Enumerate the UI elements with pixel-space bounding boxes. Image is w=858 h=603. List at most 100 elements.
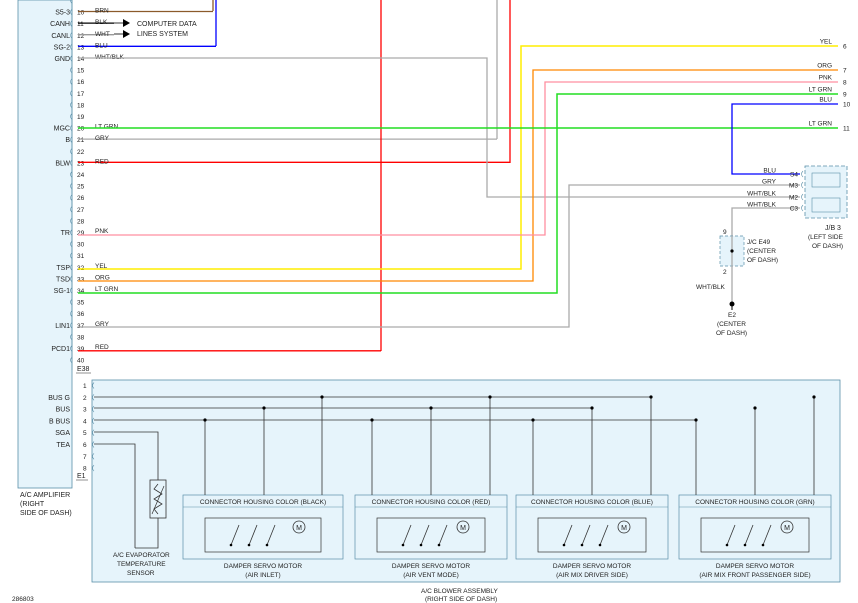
pin-function-label: S5-3 <box>55 10 70 17</box>
pnk-wire-run <box>78 81 838 236</box>
right-wire-color-label: LT GRN <box>809 87 833 94</box>
right-wire-number: 7 <box>843 68 847 75</box>
motor-connector-box <box>678 494 832 560</box>
wht-blk-wire-c3-run <box>731 207 800 236</box>
e1-pin-number: 5 <box>83 430 87 437</box>
pin-terminal <box>70 136 73 143</box>
sensor-label-3: SENSOR <box>127 570 155 577</box>
switch-contact <box>402 524 412 546</box>
pin-number: 17 <box>77 91 85 98</box>
bus-junction <box>262 406 266 410</box>
pin-terminal <box>70 20 73 27</box>
pin-number: 23 <box>77 160 85 167</box>
jb3-location-2: OF DASH) <box>812 243 843 250</box>
right-wire-color-label: BLU <box>819 97 832 104</box>
pin-terminal <box>70 345 73 352</box>
pin-number: 34 <box>77 288 85 295</box>
pin-terminal <box>70 0 73 4</box>
e1-pin-function: BUS <box>56 407 71 414</box>
yel-wire-run <box>78 45 838 270</box>
jb3-pin-wire-label: GRY <box>762 179 777 186</box>
ground-e2-dot <box>729 301 735 307</box>
wire-color-label: RED <box>95 158 109 165</box>
pin-number: 38 <box>77 334 85 341</box>
wire-color-label: GRY <box>95 321 110 328</box>
pin-number: 36 <box>77 311 85 318</box>
jc-e49-location-1: (CENTER <box>747 248 776 255</box>
pin-number: 39 <box>77 346 85 353</box>
bus-junction <box>370 418 374 422</box>
jb3-terminal <box>801 170 804 178</box>
pin-number: 15 <box>77 68 85 75</box>
motor-symbol: M <box>460 525 466 532</box>
switch-node <box>229 543 233 547</box>
jb3-pin-wire-label: BLU <box>763 168 776 175</box>
pin-function-label: TR <box>61 230 70 237</box>
pin-number: 24 <box>77 172 85 179</box>
switch-contact <box>581 524 591 546</box>
bus-junction <box>812 395 816 399</box>
motor-symbol: M <box>784 525 790 532</box>
e1-pin-number: 2 <box>83 395 87 402</box>
switch-contact <box>726 524 736 546</box>
blower-assembly-location: (RIGHT SIDE OF DASH) <box>425 596 497 603</box>
motor-icon <box>780 520 794 534</box>
wire-color-label: LT GRN <box>95 286 119 293</box>
right-wire-color-label: ORG <box>817 63 832 70</box>
motor-symbol: M <box>621 525 627 532</box>
switch-contact <box>438 524 448 546</box>
switch-node <box>743 543 747 547</box>
pin-function-label: MGC <box>54 126 70 133</box>
e1-pin-number: 3 <box>83 407 87 414</box>
right-wire-number: 11 <box>843 126 850 133</box>
pin-number: 21 <box>77 137 85 144</box>
e1-pin-terminal <box>92 464 95 472</box>
bus-junction <box>590 406 594 410</box>
junction-connector-e49: 9 2 J/C E49 (CENTER OF DASH) WHT/BLK E2 … <box>696 229 778 337</box>
switch-node <box>562 543 566 547</box>
switch-contact <box>744 524 754 546</box>
pin-number: 30 <box>77 242 85 249</box>
thermistor-arrow-icon <box>151 485 165 515</box>
connector-housing-color: CONNECTOR HOUSING COLOR (RED) <box>372 499 491 506</box>
switch-contact <box>420 524 430 546</box>
wire-color-label: RED <box>95 344 109 351</box>
pin-number: 16 <box>77 79 85 86</box>
e38-pin-numbers: 1011121314151617181920212223242526272829… <box>70 0 85 365</box>
wire-color-label: BLK <box>95 19 108 26</box>
amplifier-location-1: (RIGHT <box>20 501 45 508</box>
right-wire-number: 10 <box>843 102 851 109</box>
pin-function-label: B <box>65 137 70 144</box>
pin-function-label: BLW <box>55 160 70 167</box>
pin-terminal <box>70 229 73 236</box>
pin-number: 27 <box>77 207 85 214</box>
amplifier-location-2: SIDE OF DASH) <box>20 510 72 517</box>
e1-pin-number: 1 <box>83 383 87 390</box>
ltgrn-wire-run-34 <box>78 93 838 294</box>
pin-function-label: GND <box>54 56 70 63</box>
switch-node <box>725 543 729 547</box>
right-wire-color-label: YEL <box>820 39 833 46</box>
pin-terminal <box>70 194 73 201</box>
ground-e2-location-1: (CENTER <box>717 321 746 328</box>
jb3-pin-id: M2 <box>789 195 798 202</box>
switch-node <box>598 543 602 547</box>
right-wire-number: 9 <box>843 92 847 99</box>
sensor-label-2: TEMPERATURE <box>117 561 166 568</box>
ground-e2-location-2: OF DASH) <box>716 330 747 337</box>
org-wire-run <box>78 69 838 282</box>
connector-housing-color: CONNECTOR HOUSING COLOR (BLACK) <box>200 499 326 506</box>
pin-terminal <box>70 182 73 190</box>
right-wire-color-label: PNK <box>819 75 833 82</box>
jc-e49-location-2: OF DASH) <box>747 257 778 264</box>
motor-name: DAMPER SERVO MOTOR <box>553 563 631 570</box>
jc-e49-down-wire-label: WHT/BLK <box>696 284 726 291</box>
e1-pin-terminal <box>92 405 95 413</box>
ground-e2-name: E2 <box>728 312 736 319</box>
switch-node <box>247 543 251 547</box>
pin-number: 37 <box>77 323 85 330</box>
pin-terminal <box>70 287 73 294</box>
motor-name: DAMPER SERVO MOTOR <box>224 563 302 570</box>
